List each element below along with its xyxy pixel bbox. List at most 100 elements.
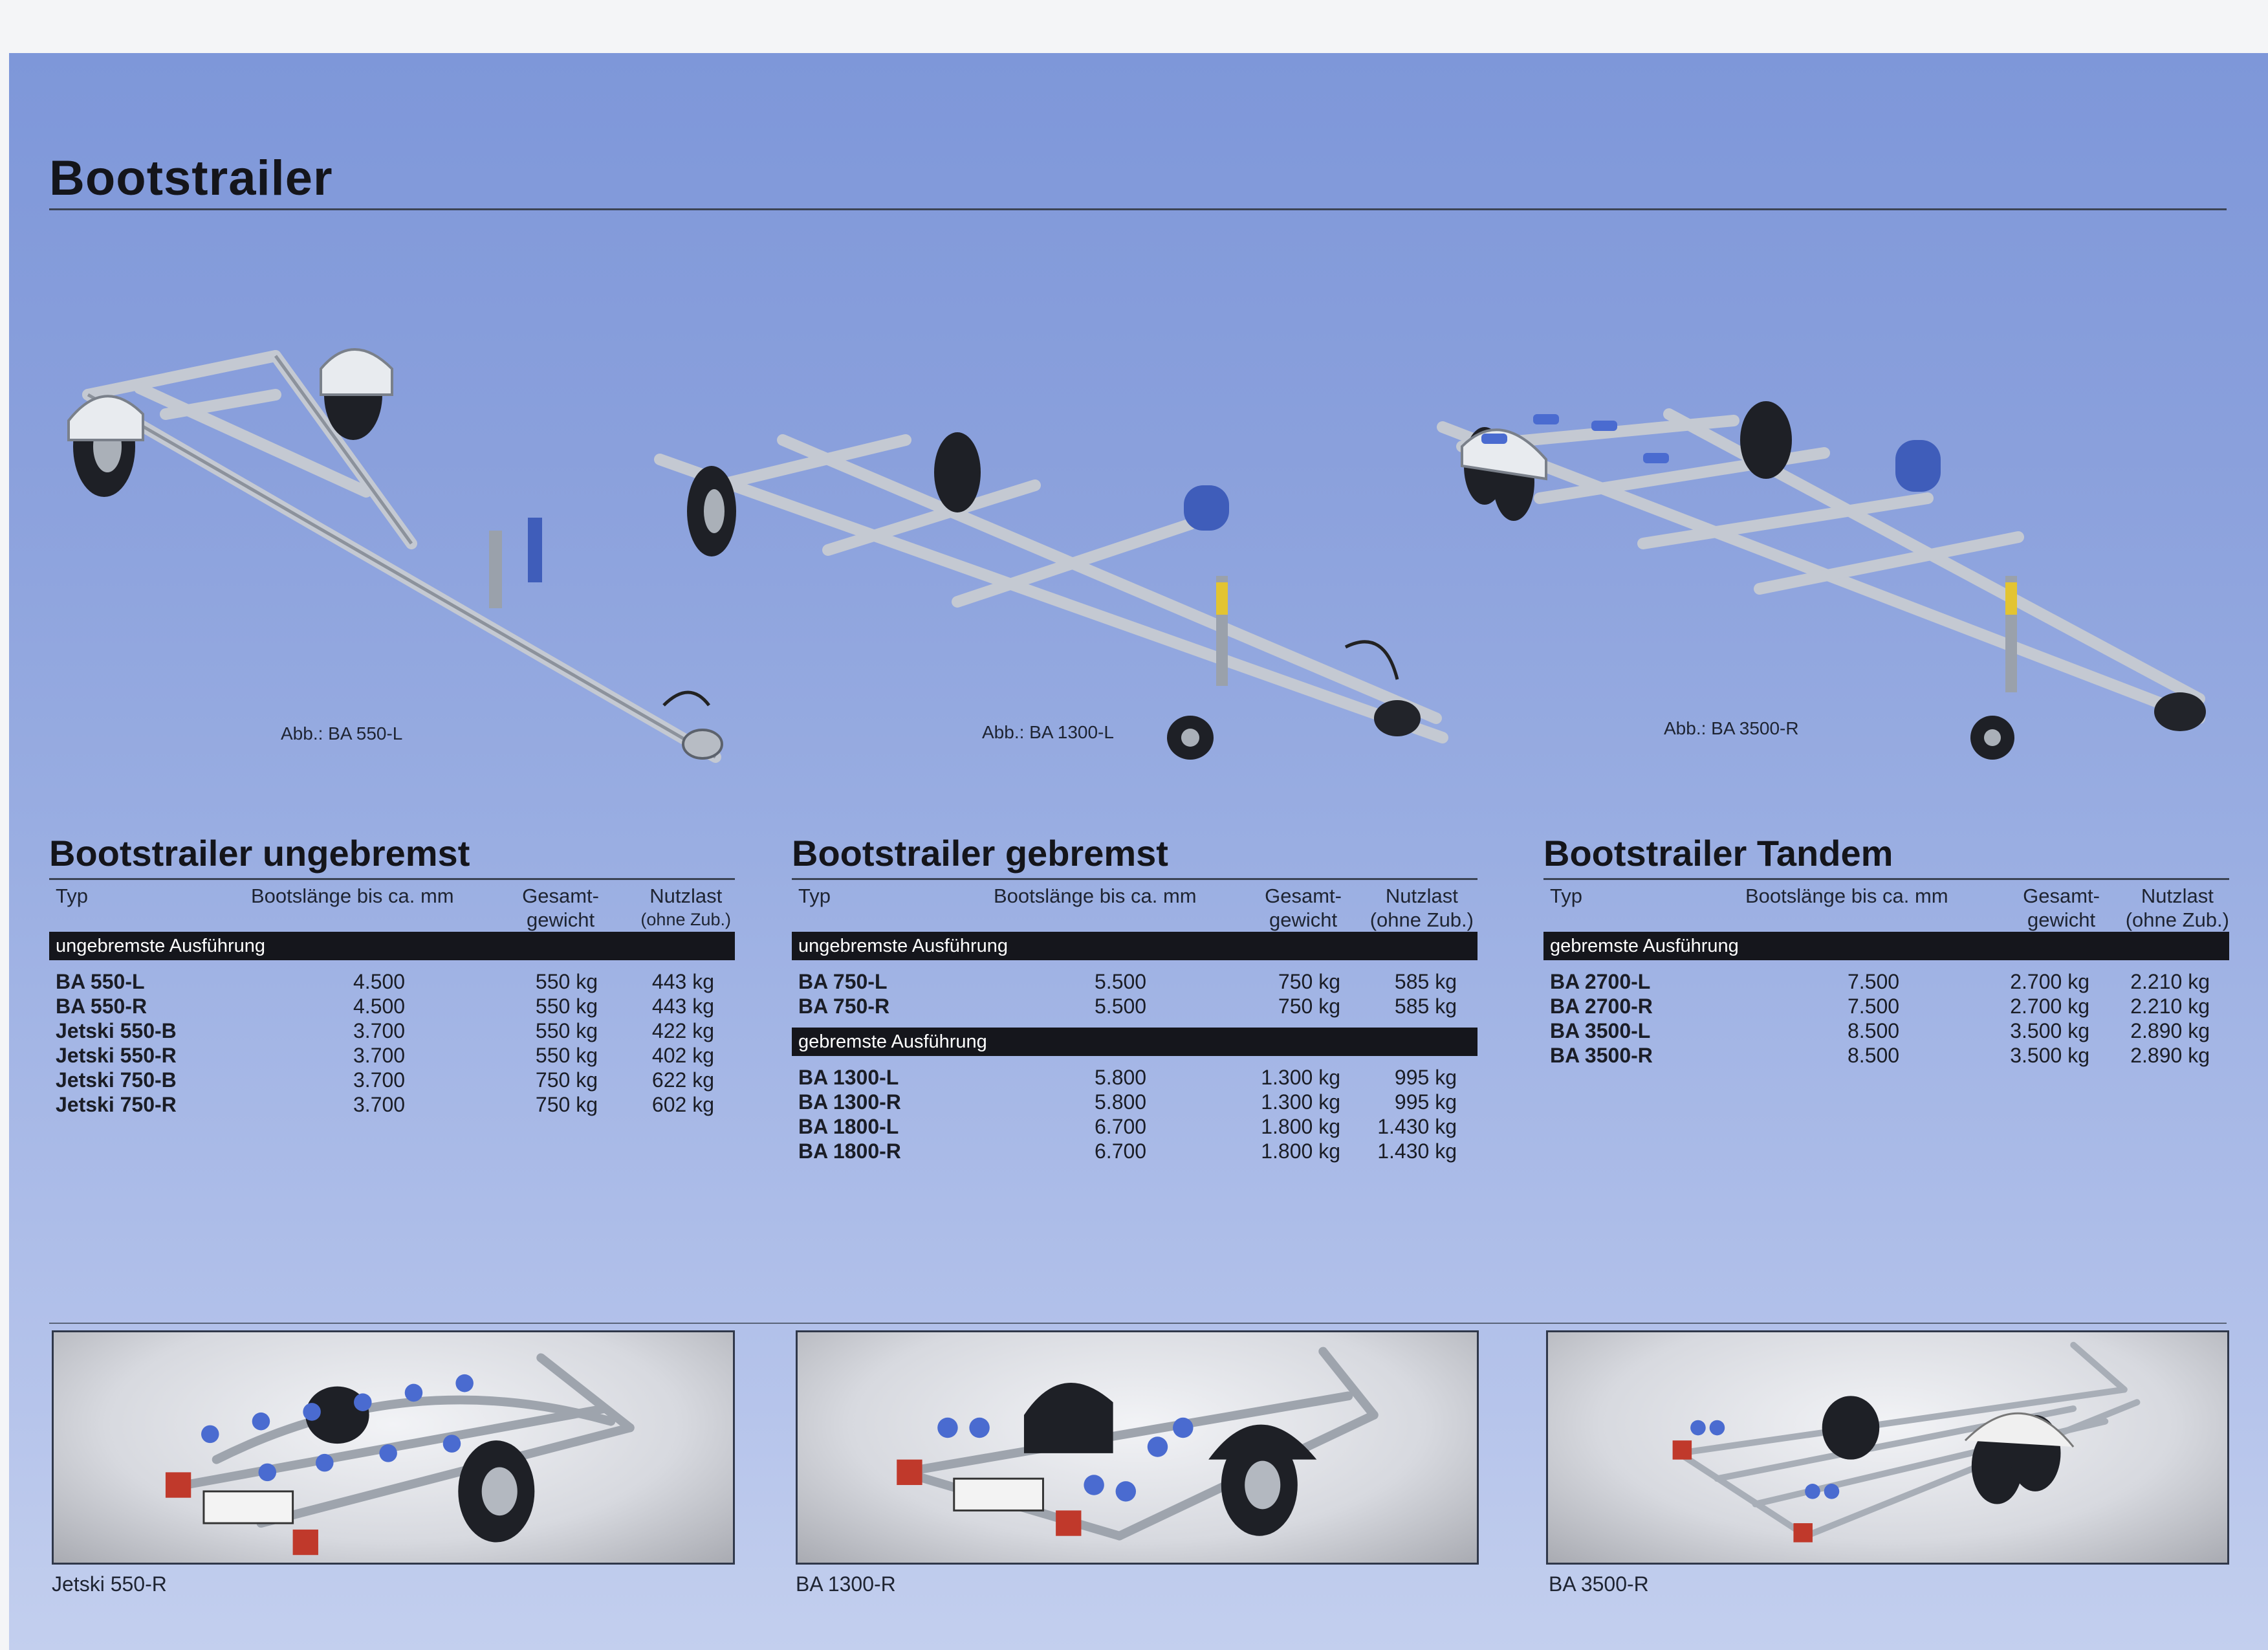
cell-length: 5.500: [1095, 995, 1147, 1018]
col-length: Bootslänge bis ca. mm: [994, 885, 1197, 907]
cell-length: 7.500: [1848, 995, 1900, 1018]
photo-frame-2: [796, 1330, 1479, 1565]
photo-caption-3: BA 3500-R: [1549, 1572, 1649, 1596]
column-headers: Typ Bootslänge bis ca. mm Gesamt-gewicht…: [49, 880, 735, 932]
cell-typ: BA 550-L: [56, 970, 145, 993]
cell-length: 5.800: [1095, 1066, 1147, 1089]
cell-length: 8.500: [1848, 1044, 1900, 1067]
cell-typ: BA 3500-L: [1550, 1019, 1651, 1042]
cell-typ: Jetski 750-B: [56, 1068, 177, 1092]
tandem-trailer-rear-photo-icon: [1672, 1341, 2141, 1543]
cell-weight: 3.500 kg: [2010, 1044, 2089, 1067]
col-payload-line2: (ohne Zub.): [640, 910, 731, 929]
col-weight: Gesamt-gewicht: [1265, 884, 1342, 932]
cell-weight: 1.800 kg: [1261, 1139, 1340, 1163]
boat-trailer-braked-icon: [654, 432, 1448, 760]
cell-weight: 750 kg: [535, 1068, 598, 1092]
cell-length: 6.700: [1095, 1115, 1147, 1138]
col-weight: Gesamt-gewicht: [2023, 884, 2100, 932]
col-weight-line1: Gesamt-: [1265, 885, 1342, 907]
cell-payload: 995 kg: [1394, 1090, 1457, 1114]
col-weight-line1: Gesamt-: [522, 885, 599, 907]
column-headers: Typ Bootslänge bis ca. mm Gesamt-gewicht…: [792, 880, 1477, 932]
photo-frame-1: [52, 1330, 735, 1565]
cell-weight: 2.700 kg: [2010, 970, 2089, 993]
cell-weight: 750 kg: [535, 1093, 598, 1116]
cell-typ: BA 750-L: [798, 970, 888, 993]
hero-trailer-2: [634, 414, 1462, 776]
table-rows: BA 750-L 5.500 750 kg 585 kg BA 750-R 5.500 7…: [792, 960, 1477, 1028]
cell-length: 5.500: [1095, 970, 1147, 993]
photo-caption-2: BA 1300-R: [796, 1572, 896, 1596]
cell-typ: BA 750-R: [798, 995, 890, 1018]
col-typ: Typ: [1550, 885, 1582, 907]
hero-caption-1: Abb.: BA 550-L: [281, 723, 403, 743]
hero-caption-2: Abb.: BA 1300-L: [982, 722, 1114, 742]
col-weight-line1: Gesamt-: [2023, 885, 2100, 907]
hero-trailer-1: [62, 317, 735, 783]
col-payload: Nutzlast(ohne Zub.): [640, 884, 731, 932]
cell-weight: 2.700 kg: [2010, 995, 2089, 1018]
cell-length: 3.700: [353, 1019, 406, 1042]
boat-trailer-single-axle-icon: [67, 348, 723, 763]
cell-payload: 402 kg: [651, 1044, 714, 1067]
photo-caption-1: Jetski 550-R: [52, 1572, 167, 1596]
cell-length: 3.700: [353, 1093, 406, 1116]
cell-typ: BA 1300-R: [798, 1090, 901, 1114]
col-weight-line2: gewicht: [1269, 908, 1338, 931]
section-gebremst: Bootstrailer gebremst Typ Bootslänge bis…: [792, 832, 1477, 1166]
cell-payload: 422 kg: [651, 1019, 714, 1042]
col-weight-line2: gewicht: [2027, 908, 2096, 931]
cell-payload: 2.890 kg: [2130, 1044, 2210, 1067]
section-band: ungebremste Ausführung: [792, 932, 1477, 960]
section-rule: [792, 878, 1477, 880]
cell-length: 6.700: [1095, 1139, 1147, 1163]
table-row: BA 750-R 5.500 750 kg 585 kg: [792, 994, 1477, 1018]
cell-weight: 550 kg: [535, 995, 598, 1018]
col-payload: Nutzlast(ohne Zub.): [2126, 884, 2229, 932]
cell-payload: 585 kg: [1394, 970, 1457, 993]
cell-payload: 443 kg: [651, 970, 714, 993]
col-typ: Typ: [798, 885, 831, 907]
cell-typ: BA 550-R: [56, 995, 147, 1018]
cell-payload: 2.210 kg: [2130, 970, 2210, 993]
cell-weight: 750 kg: [1278, 995, 1340, 1018]
cell-payload: 443 kg: [651, 995, 714, 1018]
cell-payload: 585 kg: [1394, 995, 1457, 1018]
cell-weight: 3.500 kg: [2010, 1019, 2089, 1042]
table-row: BA 3500-R 8.500 3.500 kg 2.890 kg: [1543, 1043, 2229, 1068]
cell-payload: 2.890 kg: [2130, 1019, 2210, 1042]
photo-strip-rule: [49, 1323, 2227, 1324]
section-band: ungebremste Ausführung: [49, 932, 735, 960]
cell-weight: 1.300 kg: [1261, 1066, 1340, 1089]
boat-trailer-rear-photo-icon: [897, 1347, 1379, 1541]
cell-length: 8.500: [1848, 1019, 1900, 1042]
cell-typ: BA 1800-R: [798, 1139, 901, 1163]
section-rule: [1543, 878, 2229, 880]
col-length: Bootslänge bis ca. mm: [1745, 885, 1948, 907]
section-title: Bootstrailer ungebremst: [49, 833, 470, 874]
cell-length: 5.800: [1095, 1090, 1147, 1114]
title-rule: [49, 208, 2227, 210]
cell-payload: 2.210 kg: [2130, 995, 2210, 1018]
section-tandem: Bootstrailer Tandem Typ Bootslänge bis c…: [1543, 832, 2229, 1070]
col-length: Bootslänge bis ca. mm: [251, 885, 454, 907]
hero-trailer-3: [1423, 388, 2232, 789]
cell-typ: BA 3500-R: [1550, 1044, 1653, 1067]
boat-trailer-tandem-icon: [1437, 401, 2206, 760]
col-payload-line1: Nutzlast: [2141, 885, 2214, 907]
col-payload-line2: (ohne Zub.): [2125, 908, 2229, 931]
col-weight: Gesamt-gewicht: [522, 884, 599, 932]
